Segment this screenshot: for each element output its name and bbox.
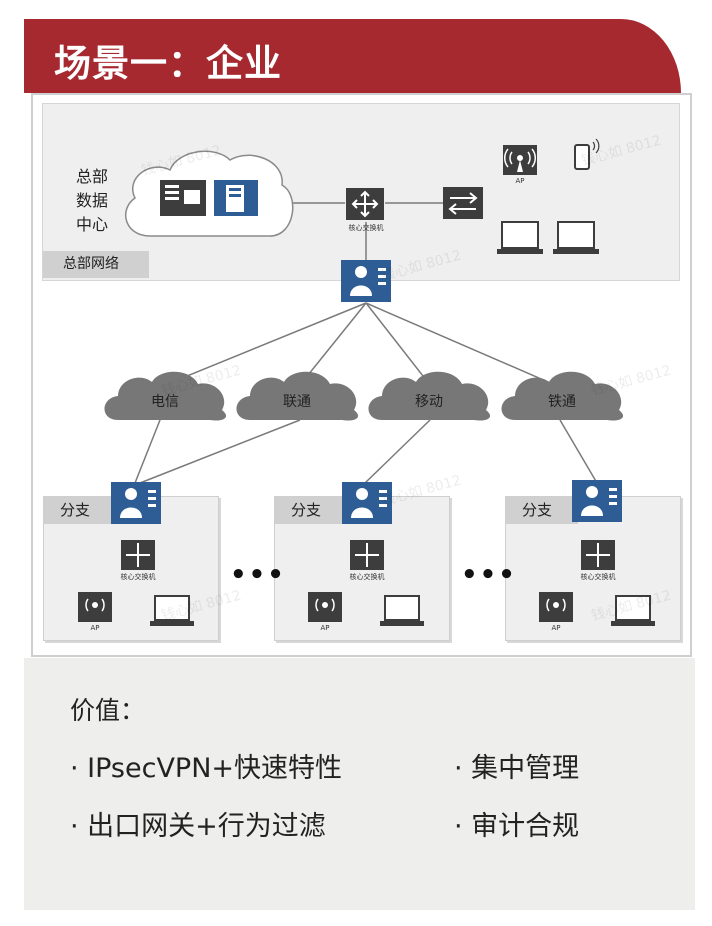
hq-core-switch-icon [346, 188, 384, 220]
branch-laptop-icon [611, 595, 655, 626]
branch-ap-icon [78, 592, 112, 622]
branch-vpn-gateway-icon [111, 482, 161, 524]
hq-ap-label: AP [515, 177, 525, 185]
scenario-header: 场景一：企业 [24, 19, 681, 93]
hq-dc-line-2: 数据 [76, 191, 109, 210]
branch-label: 分支 [275, 497, 347, 524]
link-fw-unicom [299, 302, 367, 386]
branch-core-switch-label: 核心交换机 [120, 573, 156, 581]
carrier-clouds [104, 371, 624, 421]
value-item: · 出口网关+行为过滤 [70, 811, 326, 842]
cloud-telecom [104, 371, 227, 421]
hq-dc-line-3: 中心 [76, 215, 109, 234]
branch-laptop-icon [150, 595, 194, 626]
branch-core-switch-label: 核心交换机 [349, 573, 385, 581]
value-panel: 价值： · IPsecVPN+快速特性 · 集中管理 · 出口网关+行为过滤 ·… [24, 658, 695, 910]
link-fw-telecom [164, 302, 367, 386]
branch-laptop-icon [380, 595, 424, 626]
link-railcom-branch3 [559, 419, 598, 484]
carrier-label-mobile: 移动 [415, 394, 443, 410]
hq-network-label: 总部网络 [43, 251, 149, 278]
link-fw-railcom [365, 302, 556, 386]
branch-vpn-gateway-icon [342, 482, 392, 524]
branch-ap-label: AP [90, 624, 100, 632]
branch-core-switch-icon [121, 540, 155, 570]
scenario-title: 场景一：企业 [54, 42, 282, 85]
branch-ap-icon [308, 592, 342, 622]
hq-laptop-icon [497, 221, 543, 254]
carrier-label-railcom: 铁通 [548, 394, 576, 410]
hq-datacenter-label: 总部 数据 中心 [76, 165, 116, 237]
value-title: 价值： [70, 696, 146, 725]
server-rack-icon [160, 180, 206, 216]
branch-core-switch-label: 核心交换机 [580, 573, 616, 581]
branch-core-switch-icon [581, 540, 615, 570]
cloud-railcom [501, 371, 624, 421]
server-icon [214, 180, 258, 216]
branch-label: 分支 [44, 497, 116, 524]
branch-core-switch-icon [350, 540, 384, 570]
hq-dc-line-1: 总部 [76, 167, 109, 186]
branch-ap-label: AP [551, 624, 561, 632]
link-telecom-branch1 [134, 419, 161, 484]
hq-router-icon [443, 187, 483, 219]
mobile-phone-icon [574, 138, 600, 170]
branch-ellipsis: ••• [230, 560, 286, 590]
value-item: · IPsecVPN+快速特性 [70, 753, 343, 784]
branch-label: 分支 [506, 497, 578, 524]
value-item: · 集中管理 [454, 753, 580, 784]
hq-ap-icon [503, 145, 537, 175]
connection-lines [134, 202, 598, 484]
carrier-label-unicom: 联通 [283, 394, 311, 410]
cloud-mobile [368, 371, 491, 421]
hq-core-switch-label: 核心交换机 [348, 224, 384, 232]
cloud-unicom [236, 371, 359, 421]
branch-vpn-gateway-icon [572, 480, 622, 522]
branch-ap-icon [539, 592, 573, 622]
value-item: · 审计合规 [454, 811, 580, 842]
branch-ellipsis: ••• [461, 560, 517, 590]
carrier-label-telecom: 电信 [151, 394, 179, 410]
hq-laptop-icon [553, 221, 599, 254]
link-unicom-branch1 [139, 419, 301, 484]
link-mobile-branch2 [364, 419, 431, 484]
hq-vpn-gateway-icon [341, 260, 391, 302]
branch-ap-label: AP [320, 624, 330, 632]
link-fw-mobile [365, 302, 431, 386]
